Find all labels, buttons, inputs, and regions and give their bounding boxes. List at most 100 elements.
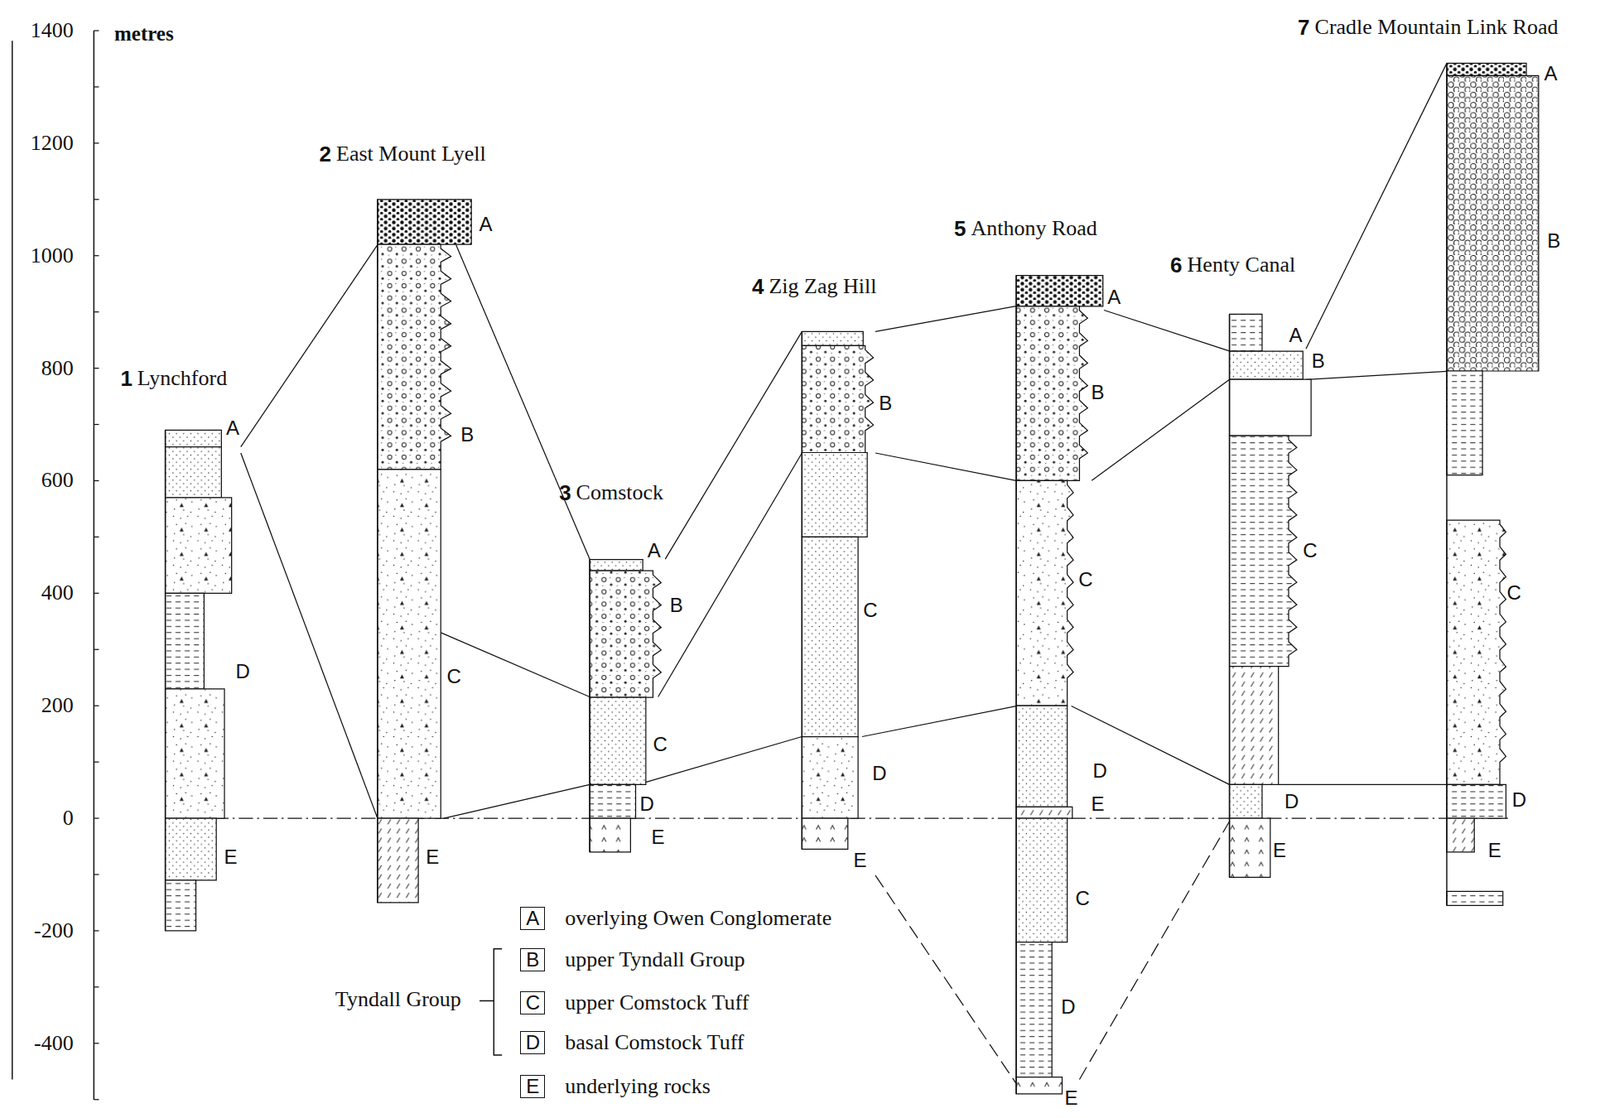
rock-unit bbox=[1446, 371, 1483, 476]
rock-unit bbox=[801, 453, 868, 538]
column-title: Lynchford bbox=[137, 366, 227, 391]
rock-unit bbox=[1016, 306, 1088, 482]
unit-letter: E bbox=[1272, 839, 1287, 862]
unit-letter: E bbox=[425, 846, 439, 868]
axis-tick bbox=[93, 255, 99, 256]
rock-unit bbox=[589, 784, 636, 819]
unit-letter: C bbox=[1507, 582, 1522, 604]
rock-unit bbox=[1229, 313, 1263, 352]
rock-unit bbox=[1229, 435, 1297, 667]
unit-letter: A bbox=[226, 417, 240, 439]
axis-tick bbox=[93, 817, 99, 819]
rock-unit bbox=[1016, 480, 1074, 706]
rock-unit bbox=[1016, 705, 1068, 807]
unit-letter: E bbox=[223, 846, 237, 868]
column-title: East Mount Lyell bbox=[336, 142, 487, 167]
rock-unit bbox=[801, 818, 848, 849]
unit-letter: D bbox=[1512, 789, 1527, 811]
axis-tick bbox=[93, 142, 99, 144]
legend-text: basal Comstock Tuff bbox=[564, 1031, 744, 1056]
column-number: 5 bbox=[954, 216, 966, 241]
unit-letter: B bbox=[1311, 350, 1326, 372]
unit-letter: C bbox=[1302, 539, 1317, 562]
column-title: Zig Zag Hill bbox=[768, 274, 877, 299]
unit-letter: E bbox=[651, 826, 666, 849]
correlation-line bbox=[240, 245, 378, 448]
rock-unit bbox=[1446, 818, 1475, 853]
unit-letter: B bbox=[669, 593, 684, 616]
rock-unit bbox=[1446, 62, 1527, 76]
correlation-line bbox=[658, 453, 803, 697]
axis-tick bbox=[93, 86, 99, 87]
unit-code-box: D bbox=[520, 1031, 545, 1055]
column-edge bbox=[801, 331, 803, 849]
column-number: 2 bbox=[319, 142, 332, 167]
axis-tick bbox=[93, 1042, 99, 1044]
column-number: 3 bbox=[559, 481, 571, 506]
rock-unit bbox=[165, 689, 225, 819]
axis-line bbox=[93, 30, 95, 1100]
column-edge bbox=[1228, 313, 1230, 878]
legend-item: Bupper Tyndall Group bbox=[520, 948, 745, 973]
axis-tick bbox=[93, 480, 99, 482]
axis-tick bbox=[93, 592, 99, 594]
correlation-line bbox=[1079, 821, 1229, 1080]
correlation-line bbox=[862, 706, 1017, 738]
legend-text: underlying rocks bbox=[564, 1074, 710, 1099]
column-title: Anthony Road bbox=[970, 216, 1097, 241]
rock-unit bbox=[589, 559, 643, 572]
rock-unit bbox=[165, 447, 222, 498]
unit-letter: D bbox=[872, 762, 887, 785]
column-title: Comstock bbox=[576, 481, 664, 506]
strat-column bbox=[1229, 313, 1312, 878]
legend-text: upper Tyndall Group bbox=[564, 948, 745, 973]
correlation-line bbox=[440, 632, 590, 698]
axis-tick bbox=[93, 367, 99, 369]
rock-unit bbox=[377, 199, 472, 245]
unit-letter: E bbox=[1065, 1086, 1079, 1109]
axis-tick bbox=[93, 29, 99, 31]
rock-unit bbox=[801, 345, 873, 453]
unit-letter: C bbox=[1078, 568, 1093, 591]
column-number: 1 bbox=[120, 366, 132, 391]
unit-letter: A bbox=[1544, 62, 1558, 85]
rock-unit bbox=[1229, 666, 1279, 786]
unit-letter: D bbox=[1284, 790, 1299, 813]
rock-unit bbox=[1229, 351, 1304, 380]
axis-label: 1000 bbox=[30, 243, 74, 268]
correlation-line bbox=[1306, 62, 1447, 349]
rock-unit bbox=[1229, 379, 1312, 436]
rock-unit bbox=[1446, 891, 1504, 906]
rock-unit bbox=[1016, 942, 1052, 1078]
legend-text: overlying Owen Conglomerate bbox=[564, 906, 832, 931]
axis-tick bbox=[93, 536, 99, 538]
correlation-line bbox=[1306, 371, 1447, 380]
unit-code-box: C bbox=[520, 991, 545, 1015]
rock-unit bbox=[1229, 784, 1263, 819]
axis-label: -200 bbox=[33, 919, 74, 944]
correlation-line bbox=[456, 245, 590, 560]
unit-letter: C bbox=[862, 599, 878, 622]
unit-letter: C bbox=[652, 733, 667, 756]
unit-letter: B bbox=[1546, 230, 1561, 252]
rock-unit bbox=[589, 697, 646, 785]
rock-unit bbox=[1229, 818, 1271, 878]
unit-letter: A bbox=[1289, 324, 1303, 347]
rock-unit bbox=[1016, 806, 1073, 819]
group-bracket bbox=[479, 949, 502, 1056]
legend-item: Cupper Comstock Tuff bbox=[520, 991, 749, 1016]
axis-tick bbox=[93, 873, 99, 875]
correlation-line bbox=[1091, 379, 1229, 481]
column-edge bbox=[1015, 275, 1017, 1094]
edge-line bbox=[11, 40, 14, 1080]
rock-unit bbox=[589, 570, 661, 698]
rock-unit bbox=[165, 592, 205, 689]
unit-letter: A bbox=[478, 213, 492, 236]
axis-tick bbox=[93, 424, 99, 425]
rock-unit bbox=[165, 497, 232, 593]
axis-label: 600 bbox=[41, 468, 74, 493]
axis-tick bbox=[93, 986, 99, 988]
column-number: 6 bbox=[1170, 253, 1182, 278]
